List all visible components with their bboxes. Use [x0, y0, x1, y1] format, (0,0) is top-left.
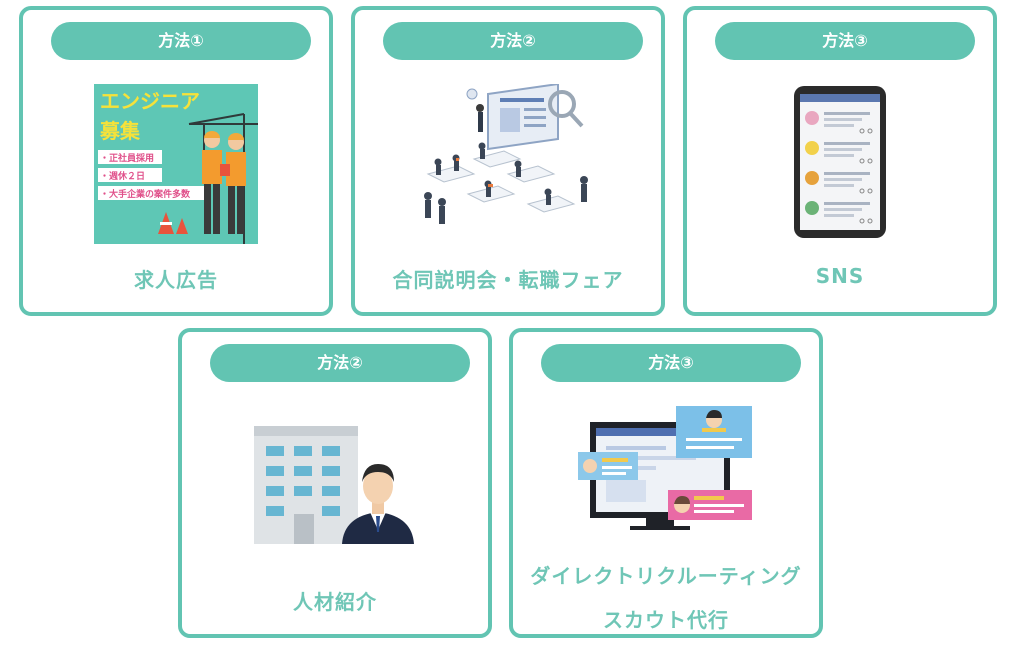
candidate-profile-card [676, 406, 752, 458]
poster-heading-line1: エンジニア [100, 89, 200, 113]
method-title: 求人広告 [134, 268, 218, 292]
method-title: 合同説明会・転職フェア [392, 268, 624, 292]
poster-bullet: ・週休２日 [100, 170, 145, 182]
method-card-job-fair: 方法② [351, 6, 665, 316]
method-title-line1: ダイレクトリクルーティング [530, 564, 802, 588]
direct-recruiting-illustration [513, 406, 819, 570]
candidate-profile-card [578, 452, 638, 480]
method-badge: 方法② [383, 22, 643, 60]
businessman-icon [342, 464, 414, 544]
method-badge: 方法③ [541, 344, 801, 382]
method-card-staffing-agency: 方法② 人材紹介 [178, 328, 492, 638]
office-building-person-icon [254, 426, 414, 544]
method-badge: 方法③ [715, 22, 975, 60]
smartphone-icon [794, 86, 886, 238]
seminar-icon [424, 84, 588, 224]
candidate-profile-card [668, 490, 752, 520]
traffic-cone-icon [176, 218, 188, 234]
method-title: 人材紹介 [293, 590, 377, 614]
poster-heading-line2: 募集 [99, 119, 141, 143]
poster-bullet: ・正社員採用 [100, 152, 154, 164]
sns-post [805, 141, 873, 164]
method-badge: 方法① [51, 22, 311, 60]
method-title: ダイレクトリクルーティング スカウト代行 [513, 554, 819, 642]
sns-post [805, 201, 873, 224]
method-badge: 方法② [210, 344, 470, 382]
method-card-sns: 方法③ [683, 6, 997, 316]
recruit-poster-icon: エンジニア 募集 ・正社員採用 ・週休２日 ・大手企業の案件多数 [94, 84, 258, 244]
poster-bullet: ・大手企業の案件多数 [100, 188, 191, 200]
sns-illustration [687, 84, 993, 248]
worker-icon [220, 133, 246, 234]
magnifier-icon [548, 90, 576, 118]
sns-post [805, 111, 873, 134]
method-title-line2: スカウト代行 [603, 608, 729, 632]
worker-icon [202, 131, 222, 234]
sns-post [805, 171, 873, 194]
method-title: SNS [815, 264, 865, 288]
monitor-profiles-icon [578, 406, 752, 530]
staffing-illustration [182, 420, 488, 584]
job-ad-poster-illustration: エンジニア 募集 ・正社員採用 ・週休２日 ・大手企業の案件多数 [23, 84, 329, 248]
method-card-job-ad: 方法① エンジニア 募集 ・正社員採用 ・週休２日 ・大手企業の案件多数 [19, 6, 333, 316]
method-card-direct-recruiting: 方法③ [509, 328, 823, 638]
job-fair-illustration [355, 84, 661, 248]
